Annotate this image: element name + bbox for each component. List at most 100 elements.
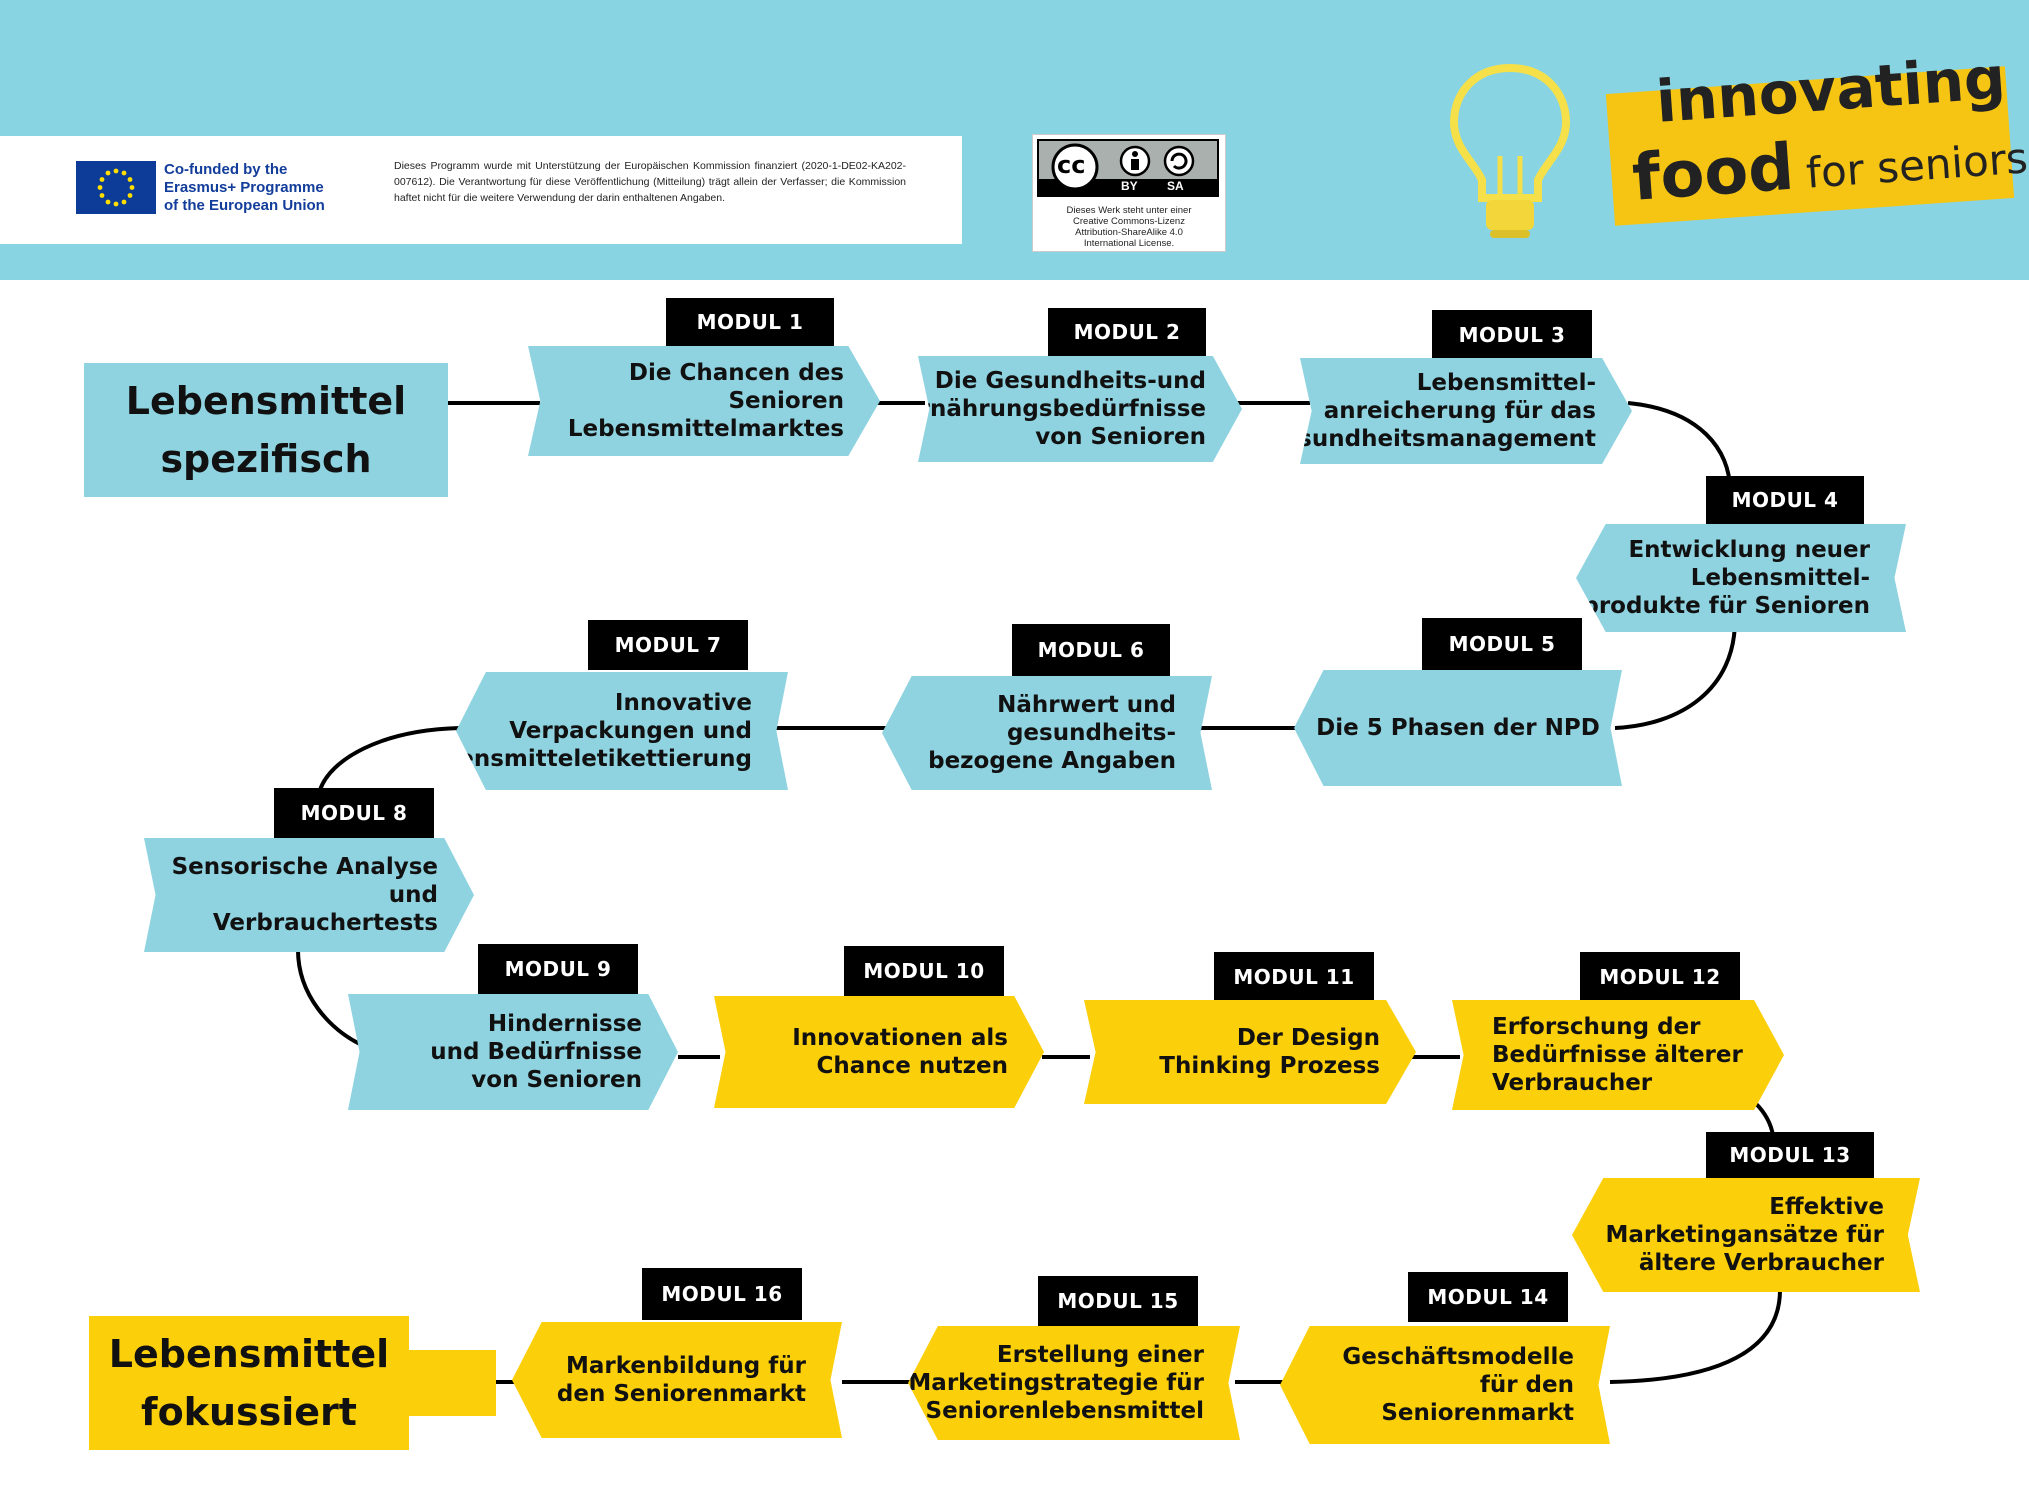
license-text: Dieses Werk steht unter einer Creative C… xyxy=(1037,205,1221,249)
module-title-line: Lebensmittelmarktes xyxy=(567,416,844,442)
module-title-line: den Seniorenmarkt xyxy=(556,1381,806,1407)
module-title-line: Die Chancen des xyxy=(628,360,844,386)
module-title-line: Erforschung der xyxy=(1492,1014,1701,1040)
sa-icon xyxy=(1163,145,1195,177)
module-title-line: Seniorenmarkt xyxy=(1381,1400,1574,1426)
module-tag: MODUL 7 xyxy=(588,620,748,670)
license-box: cc BY SA Dieses Werk steht unter einer C… xyxy=(1032,134,1226,252)
start-label: Lebensmittel spezifisch xyxy=(84,363,448,497)
module-title-line: Verpackungen und xyxy=(509,718,752,744)
module-title-line: für den xyxy=(1479,1372,1574,1398)
module-title-line: von Senioren xyxy=(1035,424,1206,450)
module-title-line: Ernährungsbedürfnisse xyxy=(902,396,1206,422)
module-tag: MODUL 9 xyxy=(478,944,638,994)
module-title-line: Thinking Prozess xyxy=(1159,1053,1380,1079)
light-bulb-icon xyxy=(1449,63,1571,238)
module-title-line: Lebensmittel- xyxy=(1690,565,1870,591)
module-title-line: gesundheits- xyxy=(1006,720,1176,746)
module-tag: MODUL 5 xyxy=(1422,618,1582,670)
cc-by-sa-badge: cc BY SA xyxy=(1037,139,1219,197)
funding-line: Co-funded by the xyxy=(164,161,288,178)
module-title-line: Innovationen als xyxy=(792,1025,1008,1051)
module-title-line: Gesundheitsmanagement xyxy=(1263,426,1596,452)
module-title-line: Effektive xyxy=(1769,1194,1884,1220)
cc-label: cc xyxy=(1057,151,1086,179)
cc-icon xyxy=(1051,143,1099,191)
end-label-connector xyxy=(404,1350,496,1416)
by-label: BY xyxy=(1121,179,1138,193)
module-tag: MODUL 11 xyxy=(1214,952,1374,1002)
module-title-line: Lebensmitteletikettierung xyxy=(411,746,752,772)
module-title-line: anreicherung für das xyxy=(1323,398,1596,424)
end-label: Lebensmittel fokussiert xyxy=(89,1316,409,1450)
module-title-line: Hindernisse xyxy=(487,1011,642,1037)
module-title-line: Chance nutzen xyxy=(816,1053,1009,1079)
module-tag: MODUL 12 xyxy=(1580,952,1740,1002)
module-title-line: Sensorische Analyse xyxy=(171,854,438,880)
module-title-line: und Bedürfnisse xyxy=(430,1039,642,1065)
module-title-line: Nährwert und xyxy=(997,692,1176,718)
funding-strip xyxy=(0,136,962,244)
module-tag: MODUL 4 xyxy=(1706,476,1864,524)
disclaimer-text: Dieses Programm wurde mit Unterstützung … xyxy=(394,160,906,204)
module-title-line: Innovative xyxy=(614,690,752,716)
connector xyxy=(318,726,461,791)
license-line: Attribution-ShareAlike 4.0 xyxy=(1075,227,1183,238)
module-title-line: bezogene Angaben xyxy=(928,748,1176,774)
connector xyxy=(296,949,363,1047)
module-title-line: produkte für Senioren xyxy=(1582,593,1870,619)
module-title-line: Senioren xyxy=(728,388,844,414)
module-tag: MODUL 15 xyxy=(1038,1276,1198,1326)
module-title-line: Die Gesundheits-und xyxy=(934,368,1206,394)
module-5-step[interactable]: Die 5 Phasen der NPD xyxy=(1294,670,1622,786)
start-label-line: spezifisch xyxy=(160,437,372,481)
funding-line: of the European Union xyxy=(164,197,325,214)
module-title-line: Die 5 Phasen der NPD xyxy=(1316,715,1600,741)
module-tag: MODUL 6 xyxy=(1012,624,1170,676)
module-title-line: von Senioren xyxy=(471,1067,642,1093)
start-label-line: Lebensmittel xyxy=(125,379,407,423)
module-title-line: Der Design xyxy=(1236,1025,1380,1051)
module-title-line: Lebensmittel- xyxy=(1416,370,1596,396)
funding-label: Co-funded by the Erasmus+ Programme of t… xyxy=(164,161,354,215)
module-title-line: Entwicklung neuer xyxy=(1628,537,1870,563)
license-line: Creative Commons-Lizenz xyxy=(1073,216,1185,227)
end-label-line: fokussiert xyxy=(141,1390,357,1434)
connector xyxy=(1614,619,1737,730)
module-title-line: Marketingstrategie für xyxy=(908,1370,1204,1396)
sa-label: SA xyxy=(1167,179,1184,193)
module-title-line: Marketingansätze für xyxy=(1605,1222,1884,1248)
end-label-line: Lebensmittel xyxy=(108,1332,390,1376)
module-title-line: Verbrauchertests xyxy=(212,910,438,936)
module-title-line: Markenbildung für xyxy=(565,1353,806,1379)
module-tag: MODUL 3 xyxy=(1432,310,1592,360)
connector xyxy=(1609,1289,1782,1384)
module-tag: MODUL 2 xyxy=(1048,308,1206,356)
module-tag: MODUL 8 xyxy=(274,788,434,838)
module-tag: MODUL 16 xyxy=(642,1268,802,1320)
module-tag: MODUL 14 xyxy=(1408,1272,1568,1322)
module-title-line: Bedürfnisse älterer xyxy=(1492,1042,1743,1068)
module-title-line: Erstellung einer xyxy=(996,1342,1204,1368)
module-title-line: Seniorenlebensmittel xyxy=(925,1398,1204,1424)
module-tag: MODUL 10 xyxy=(844,946,1004,996)
module-title-line: ältere Verbraucher xyxy=(1638,1250,1884,1276)
module-title-line: Geschäftsmodelle xyxy=(1342,1344,1574,1370)
module-tag: MODUL 1 xyxy=(666,298,834,346)
license-line: International License. xyxy=(1083,238,1175,249)
